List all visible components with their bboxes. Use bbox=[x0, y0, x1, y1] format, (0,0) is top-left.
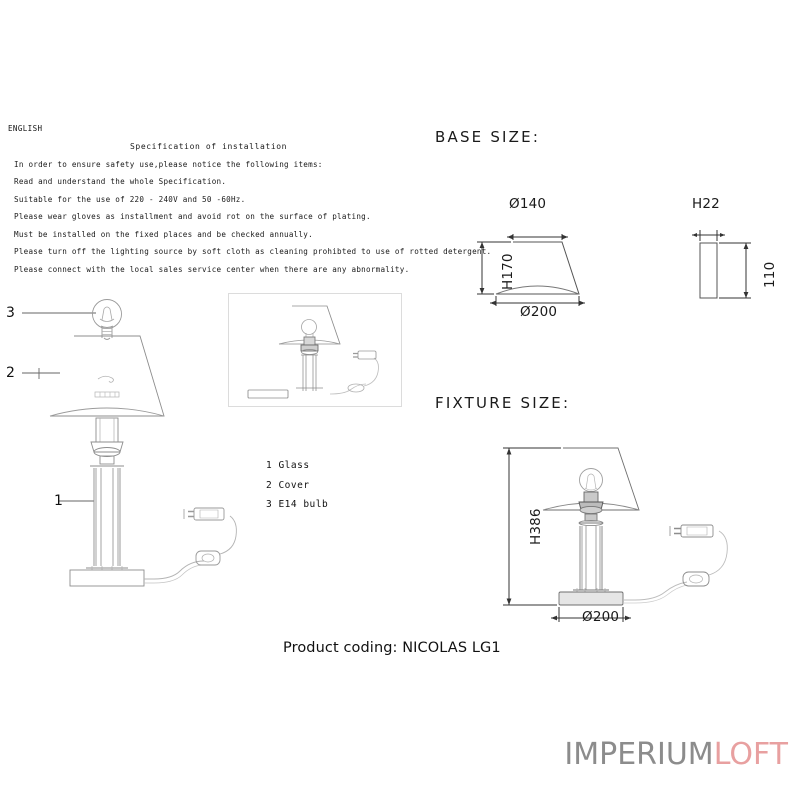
fixture-size-drawing bbox=[455, 430, 785, 630]
plate-height-label: 110 bbox=[762, 261, 778, 288]
legend-item: 3 E14 bulb bbox=[266, 499, 329, 510]
language-label: ENGLISH bbox=[8, 124, 43, 133]
exploded-callout-2: 2 bbox=[6, 365, 15, 381]
parts-legend: 1 Glass 2 Cover 3 E14 bulb bbox=[266, 460, 328, 519]
specification-heading: Specification of installation bbox=[130, 142, 288, 151]
base-size-drawing bbox=[455, 190, 800, 315]
spec-line: Suitable for the use of 220 - 240V and 5… bbox=[14, 194, 246, 204]
spec-line: Read and understand the whole Specificat… bbox=[14, 177, 227, 186]
plate-width-label: H22 bbox=[692, 196, 720, 212]
fixture-base-diameter-label: Ø200 bbox=[582, 609, 620, 625]
fixture-height-label: H386 bbox=[528, 508, 544, 545]
legend-item: 1 Glass bbox=[266, 460, 310, 471]
legend-item: 2 Cover bbox=[266, 479, 310, 491]
spec-line: Please wear gloves as installment and av… bbox=[14, 212, 371, 221]
fixture-size-title: FIXTURE SIZE: bbox=[435, 394, 571, 412]
product-coding-label: Product coding: NICOLAS LG1 bbox=[283, 640, 501, 656]
spec-line: Please turn off the lighting source by s… bbox=[14, 247, 492, 256]
base-size-title: BASE SIZE: bbox=[435, 128, 541, 146]
exploded-callout-1: 1 bbox=[54, 493, 63, 509]
base-height-label: H170 bbox=[500, 253, 516, 290]
exploded-callout-3: 3 bbox=[6, 305, 15, 321]
spec-line: In order to ensure safety use,please not… bbox=[14, 159, 323, 169]
spec-line: Must be installed on the fixed places an… bbox=[14, 229, 313, 239]
base-top-diameter-label: Ø140 bbox=[509, 196, 547, 212]
base-bottom-diameter-label: Ø200 bbox=[520, 304, 558, 320]
assembly-diagram bbox=[247, 300, 398, 400]
logo-accent-text: LOFT bbox=[713, 737, 788, 772]
imperiumloft-logo: IMPERIUMLOFT bbox=[564, 737, 788, 772]
exploded-parts-drawing bbox=[8, 296, 237, 587]
spec-line: Please connect with the local sales serv… bbox=[14, 264, 410, 274]
specification-block: ENGLISH Specification of installation In… bbox=[8, 124, 492, 274]
logo-primary-text: IMPERIUM bbox=[564, 737, 714, 772]
